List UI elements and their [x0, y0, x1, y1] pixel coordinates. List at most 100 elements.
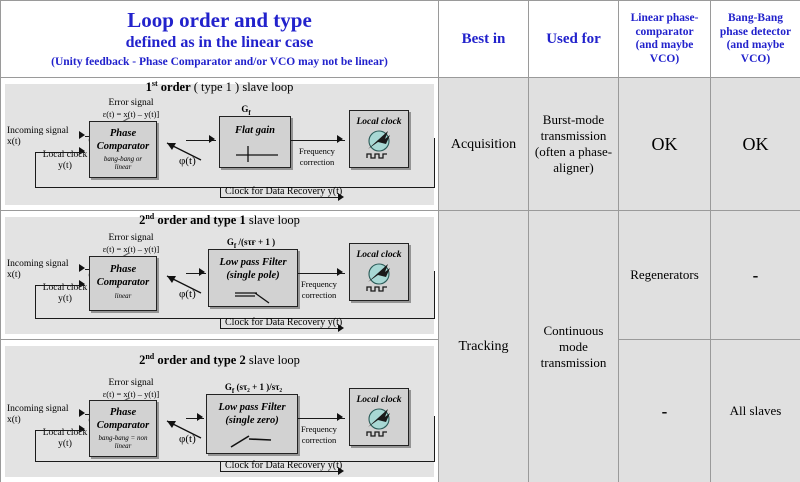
wire-pc-to-filter-3: [186, 418, 204, 420]
diagram-row-1: 1st order ( type 1 ) slave loop Error si…: [1, 78, 438, 210]
arrow-pc-to-filter-3: [197, 413, 203, 421]
arrow-feedback-3: [79, 425, 85, 433]
wire-feedback-right-2: [434, 271, 436, 319]
cell-bangbang-row3: All slaves: [711, 340, 800, 482]
cell-bangbang-row2: -: [711, 211, 800, 339]
cdr-label-1: Clock for Data Recovery y(t): [225, 186, 343, 197]
filter-gain-label-1: Gf: [241, 104, 251, 117]
cell-best-in-row1: Acquisition: [439, 78, 528, 210]
header-best-in: Best in: [439, 1, 528, 77]
filter-title-1: Flat gain: [235, 125, 275, 136]
wire-feedback-v-1: [35, 152, 37, 188]
wire-filter-to-clock-2: [298, 273, 345, 275]
arrow-cdr-1: [338, 193, 344, 201]
error-signal-label-3: Error signal ε(t) = x(t) – y(t)]: [102, 378, 160, 399]
cell-bangbang-row1: OK: [711, 78, 800, 210]
header-used-for: Used for: [529, 1, 618, 77]
phase-comparator-block-3: Phase Comparator bang-bang = non linear: [89, 400, 157, 457]
frequency-correction-label-2: Frequency correction: [301, 279, 337, 300]
frequency-correction-label-3: Frequency correction: [301, 424, 337, 445]
title-line-3: (Unity feedback - Phase Comparator and/o…: [51, 55, 388, 68]
pc-title-2: Phase: [109, 264, 137, 275]
local-clock-title-3: Local clock: [356, 395, 402, 405]
row-divider-2: [1, 339, 799, 340]
header-linear-phase-comparator: Linear phase- comparator (and maybe VCO): [619, 1, 710, 77]
wire-feedback-v-3: [35, 430, 37, 462]
local-clock-input-label-1: Local clock y(t): [42, 150, 88, 171]
low-pass-filter-block-3: Low pass Filter (single zero): [206, 394, 298, 454]
column-divider-2: [528, 1, 529, 481]
cell-linear-row2: Regenerators: [619, 211, 710, 339]
diagram-row-2: 2nd order and type 1 slave loop Error si…: [1, 211, 438, 339]
phi-label-1: φ(t): [179, 155, 196, 167]
wire-cdr-v-1: [220, 187, 222, 198]
low-pass-filter-block-2: Low pass Filter (single pole): [208, 249, 298, 307]
wire-feedback-h-3: [35, 430, 85, 432]
local-clock-block-1: Local clock: [349, 110, 409, 168]
row-title-2: 2nd order and type 1 slave loop: [139, 212, 300, 228]
arrow-filter-to-clock-3: [337, 413, 343, 421]
error-signal-label-1: Error signal ε(t) = x(t) – y(t)]: [102, 98, 160, 119]
row-title-3: 2nd order and type 2 slave loop: [139, 352, 300, 368]
title-line-1: Loop order and type: [127, 7, 312, 32]
frequency-correction-label-1: Frequency correction: [299, 146, 335, 167]
filter-title-2a: Low pass Filter: [219, 257, 287, 268]
phi-label-2: φ(t): [179, 288, 196, 300]
single-zero-icon: [230, 435, 272, 448]
wire-pc-to-filter-2: [186, 273, 206, 275]
clock-vco-icon: [366, 263, 390, 292]
wire-feedback-h-2: [35, 285, 85, 287]
wire-feedback-bottom-1: [35, 187, 435, 189]
cell-best-in-row23: Tracking: [439, 211, 528, 482]
local-clock-input-label-3: Local clock y(t): [42, 428, 88, 449]
wire-feedback-h-1: [35, 152, 85, 154]
wire-feedback-v-2: [35, 285, 37, 319]
title-line-2: defined as in the linear case: [125, 33, 314, 51]
incoming-signal-label-1: Incoming signal x(t): [7, 126, 69, 147]
pc-title2-2: Comparator: [96, 277, 150, 288]
pc-title2-1: Comparator: [96, 141, 150, 152]
column-divider-1: [438, 1, 439, 481]
cdr-label-2: Clock for Data Recovery y(t): [225, 317, 343, 328]
arrow-cdr-3: [338, 467, 344, 475]
filter-title-2b: (single pole): [226, 270, 280, 281]
pc-title2-3: Comparator: [96, 420, 150, 431]
arrow-cdr-2: [338, 324, 344, 332]
page-title: Loop order and type defined as in the li…: [1, 1, 438, 77]
wire-feedback-right-3: [434, 416, 436, 462]
error-signal-label-2: Error signal ε(t) = x(t) – y(t)]: [102, 233, 160, 254]
wire-feedback-bottom-2: [35, 318, 435, 320]
phi-pointer-3: [166, 420, 202, 439]
wire-cdr-h-3: [220, 471, 340, 473]
clock-vco-icon: [366, 130, 390, 159]
local-clock-title-2: Local clock: [356, 250, 402, 260]
single-pole-icon: [235, 292, 270, 304]
arrow-incoming-3: [79, 409, 85, 417]
cell-used-for-row23: Continuous mode transmission: [529, 211, 618, 482]
arrow-feedback-1: [79, 147, 85, 155]
flat-gain-icon: [236, 146, 278, 162]
row-divider-header: [1, 77, 799, 78]
wire-feedback-right-1: [434, 138, 436, 188]
wire-cdr-h-2: [220, 328, 340, 330]
diagram-row-3: 2nd order and type 2 slave loop Error si…: [1, 340, 438, 482]
cdr-label-3: Clock for Data Recovery y(t): [225, 460, 343, 471]
wire-filter-to-clock-3: [298, 418, 345, 420]
arrow-filter-to-clock-1: [337, 135, 343, 143]
wire-feedback-bottom-3: [35, 461, 435, 463]
arrow-incoming-2: [79, 264, 85, 272]
phase-comparator-block-2: Phase Comparator linear: [89, 256, 157, 311]
local-clock-title-1: Local clock: [356, 117, 402, 127]
cell-linear-row3: -: [619, 340, 710, 482]
phi-label-3: φ(t): [179, 433, 196, 445]
header-used-for-label: Used for: [546, 31, 601, 47]
phase-comparator-block-1: Phase Comparator bang-bang or linear: [89, 121, 157, 178]
arrow-incoming-1: [79, 131, 85, 139]
filter-title-3a: Low pass Filter: [218, 402, 286, 413]
pc-title-1: Phase: [109, 128, 137, 139]
wire-filter-to-clock-1: [291, 140, 345, 142]
filter-gain-label-3: Gf (sτ₂ + 1 )/sτ₂: [224, 382, 283, 395]
filter-gain-label-2: Gf /(sτғ + 1 ): [226, 237, 276, 250]
local-clock-block-3: Local clock: [349, 388, 409, 446]
